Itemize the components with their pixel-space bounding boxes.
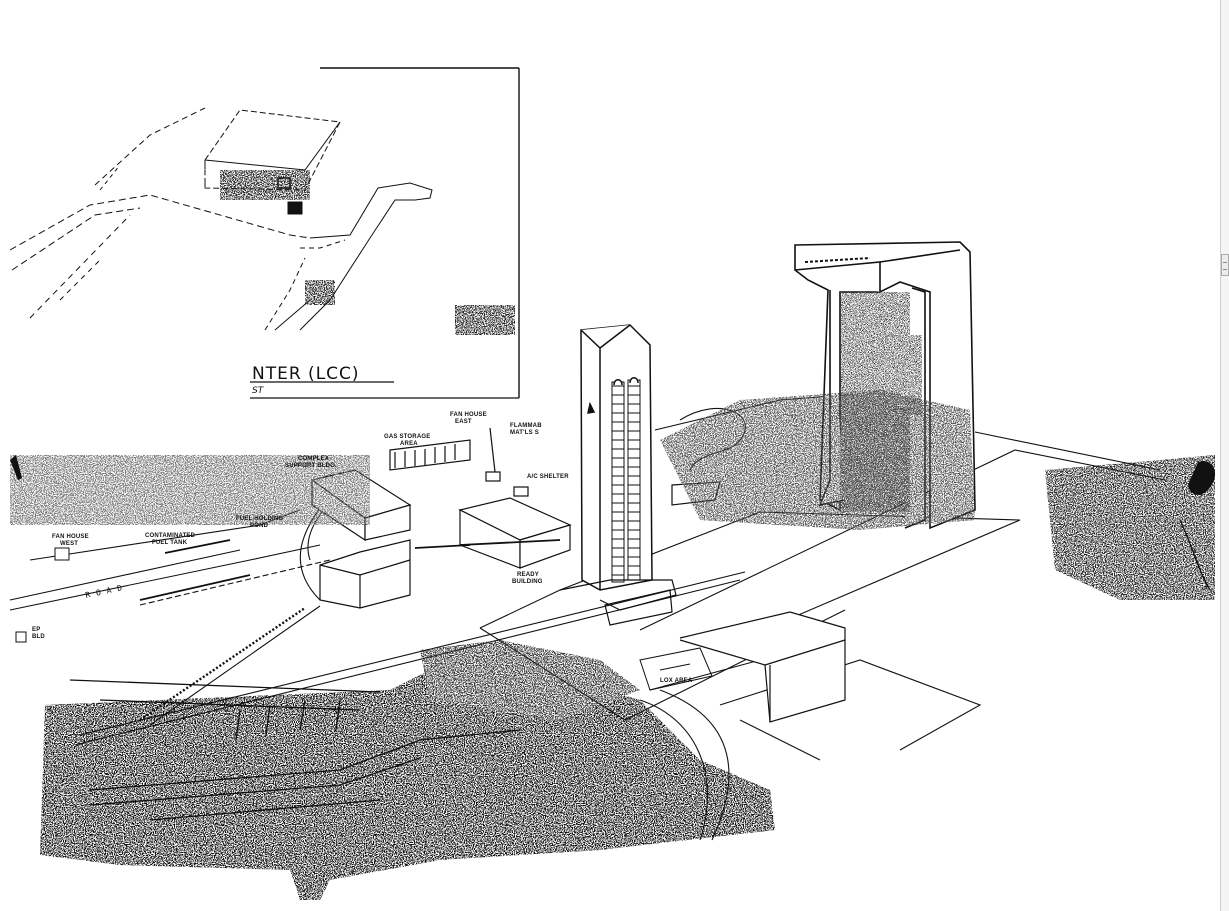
label-ready-1: READY bbox=[517, 572, 539, 578]
terrain-grain bbox=[10, 390, 1215, 900]
label-ac-shelter: A/C SHELTER bbox=[527, 474, 569, 480]
label-lox-area: LOX AREA bbox=[660, 678, 693, 684]
small-markers bbox=[15, 547, 70, 643]
inset-grain bbox=[220, 170, 515, 335]
umbilical-tower bbox=[580, 324, 653, 591]
dark-edge-right bbox=[1179, 461, 1216, 591]
label-contaminated-1: CONTAMINATED bbox=[145, 533, 196, 539]
label-fan-house-west-1: FAN HOUSE bbox=[52, 534, 89, 540]
label-fuel-holding-2: POND bbox=[250, 523, 269, 529]
launch-mount bbox=[559, 579, 677, 626]
label-fan-house-west-2: WEST bbox=[60, 541, 78, 547]
lox-area-structures bbox=[639, 647, 713, 691]
grip-icon bbox=[1223, 262, 1227, 270]
label-fan-house-east-1: FAN HOUSE bbox=[450, 412, 487, 418]
ready-building bbox=[458, 497, 572, 569]
label-complex-1: COMPLEX bbox=[298, 456, 329, 462]
labels: FAN HOUSE EAST FLAMMAB MAT'LS S GAS STOR… bbox=[32, 412, 693, 684]
label-gas-storage-1: GAS STORAGE bbox=[384, 434, 430, 440]
gas-storage-area bbox=[389, 439, 471, 471]
flame-deflector bbox=[679, 611, 846, 723]
label-flammable-1: FLAMMAB bbox=[510, 423, 542, 429]
label-ep-2: BLD bbox=[32, 634, 45, 640]
inset-title: NTER (LCC) bbox=[252, 364, 360, 384]
road-label: ROAD bbox=[85, 582, 129, 600]
label-complex-2: SUPPORT BLDG. bbox=[285, 463, 337, 469]
label-fuel-holding-1: FUEL HOLDING bbox=[236, 516, 283, 522]
label-contaminated-2: FUEL TANK bbox=[152, 540, 188, 546]
pipelines bbox=[139, 539, 561, 601]
label-ready-2: BUILDING bbox=[512, 579, 543, 585]
terrain-lines bbox=[69, 679, 521, 821]
label-fan-house-east-2: EAST bbox=[455, 419, 472, 425]
inset-subtitle: ST bbox=[252, 386, 265, 396]
fan-house-east bbox=[485, 427, 529, 497]
label-flammable-2: MAT'LS S bbox=[510, 430, 539, 436]
inset-map bbox=[9, 67, 520, 399]
scrollbar-thumb[interactable] bbox=[1221, 254, 1229, 276]
vertical-scrollbar[interactable] bbox=[1220, 0, 1229, 911]
label-gas-storage-2: AREA bbox=[400, 441, 418, 447]
label-ep-1: EP bbox=[32, 627, 40, 633]
left-mark bbox=[10, 455, 22, 480]
